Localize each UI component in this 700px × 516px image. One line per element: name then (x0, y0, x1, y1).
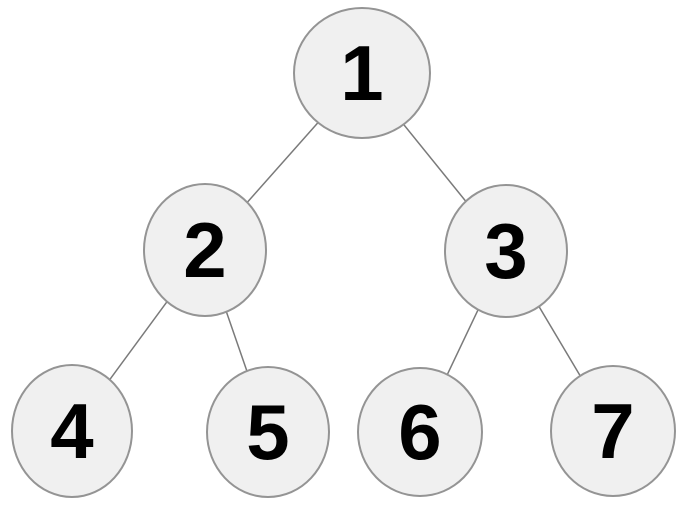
tree-node-3: 3 (444, 184, 568, 318)
tree-node-5: 5 (206, 366, 330, 498)
tree-node-1: 1 (293, 7, 431, 139)
node-label-3: 3 (484, 207, 528, 295)
node-label-6: 6 (398, 388, 442, 476)
tree-node-7: 7 (550, 365, 676, 497)
node-label-7: 7 (591, 387, 635, 475)
tree-node-6: 6 (357, 367, 483, 497)
node-label-1: 1 (340, 29, 384, 117)
tree-node-4: 4 (11, 364, 133, 498)
node-label-5: 5 (246, 388, 290, 476)
node-label-2: 2 (183, 206, 227, 294)
node-label-4: 4 (50, 387, 94, 475)
tree-node-2: 2 (143, 183, 267, 317)
